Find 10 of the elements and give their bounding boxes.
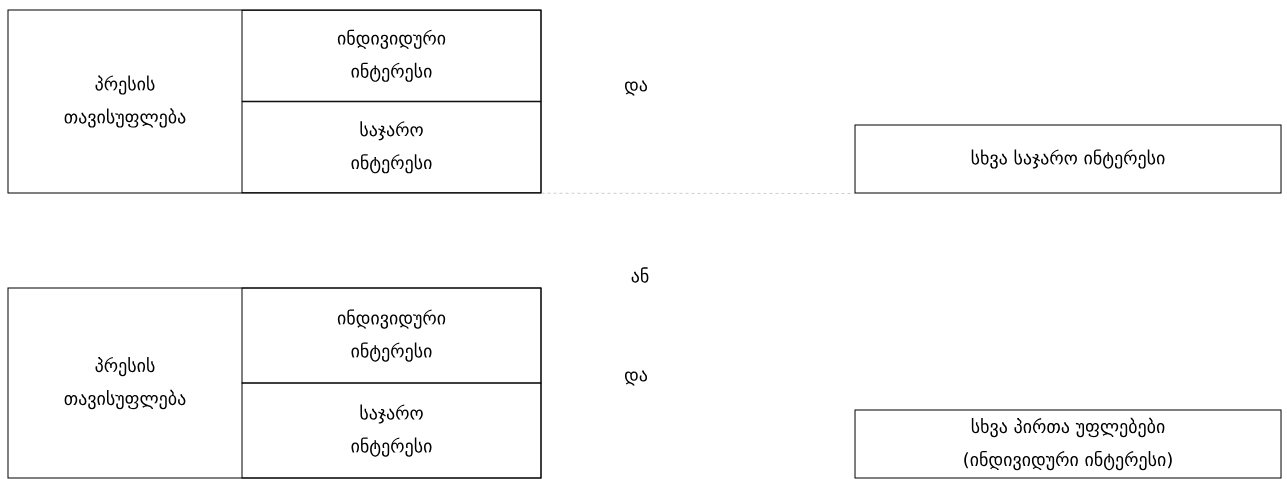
connector-word: ან: [631, 267, 649, 283]
dashed-line: [541, 193, 855, 194]
text-box: სხვა პირთა უფლებები (ინდივიდური ინტერესი): [854, 409, 1282, 479]
connector-word: და: [624, 80, 648, 96]
table-cell: საჯარო ინტერესი: [241, 101, 542, 194]
connector-word: და: [624, 370, 648, 386]
table-cell: საჯარო ინტერესი: [241, 382, 542, 479]
text-box: სხვა საჯარო ინტერესი: [854, 124, 1282, 194]
table-cell: ინდივიდური ინტერესი: [241, 287, 542, 384]
table-cell: ინდივიდური ინტერესი: [241, 9, 542, 102]
